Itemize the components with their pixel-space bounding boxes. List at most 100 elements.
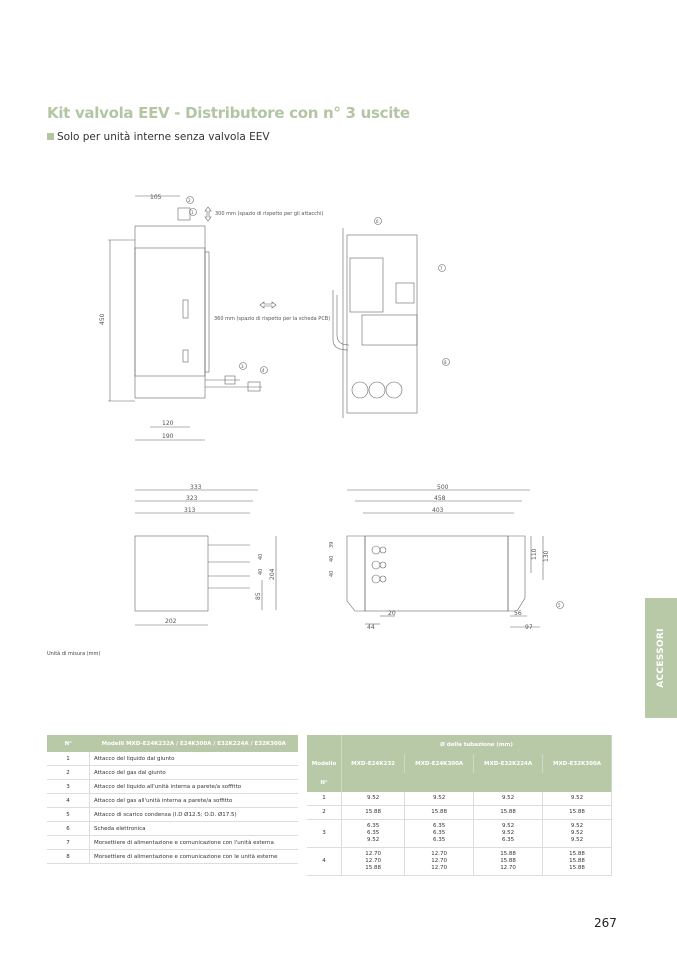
diameter-cell: 15.88 xyxy=(341,805,406,820)
part-description: Morsettiere di alimentazione e comunicaz… xyxy=(89,835,298,850)
row-number: 3 xyxy=(307,819,342,848)
dim-110: 110 xyxy=(531,548,538,560)
dim-450: 450 xyxy=(99,313,106,325)
diameter-value: 12.70 xyxy=(365,858,381,864)
row-number: 1 xyxy=(307,792,342,806)
dim-44: 44 xyxy=(367,624,375,631)
side-view-drawing: 333 323 313 202 204 85 40 40 xyxy=(134,484,277,626)
row-number: 6 xyxy=(47,821,90,836)
model-header: MXD-E32K224A xyxy=(473,754,544,773)
dim-85: 85 xyxy=(255,592,262,600)
row-number: 7 xyxy=(47,835,90,850)
bullet-square-icon xyxy=(47,133,54,140)
diameter-cell: 9.52 xyxy=(341,792,406,806)
callout-6: 6 xyxy=(376,219,379,224)
row-number: 3 xyxy=(47,779,90,794)
diameter-value: 15.88 xyxy=(569,851,585,857)
diameter-value: 6.35 xyxy=(366,830,380,836)
diameter-value: 9.52 xyxy=(366,837,380,843)
part-description: Attacco del liquido dal giunto xyxy=(89,752,298,766)
part-description: Attacco di scarico condensa (I.D Ø12.5; … xyxy=(89,807,298,822)
dim-39: 39 xyxy=(329,542,335,548)
diameter-value: 6.35 xyxy=(433,823,446,829)
row-number: 4 xyxy=(307,847,342,876)
front-view-drawing: 105 450 120 190 2 1 3 4 xyxy=(99,194,268,441)
diameter-value: 15.88 xyxy=(569,858,585,864)
diameter-value: 15.88 xyxy=(500,858,516,864)
blank-header xyxy=(341,773,612,792)
dim-130: 130 xyxy=(543,550,550,562)
diameter-value: 9.52 xyxy=(570,823,584,829)
internal-view-drawing: 6 7 8 xyxy=(332,217,450,418)
page-title: Kit valvola EEV - Distributore con n° 3 … xyxy=(47,104,410,122)
dim-105: 105 xyxy=(150,194,162,201)
row-number: 1 xyxy=(47,752,90,766)
diameter-cell: 15.88 xyxy=(542,805,612,820)
model-header: MXD-E24K300A xyxy=(404,754,475,773)
dim-500: 500 xyxy=(437,484,449,491)
dim-40-c: 40 xyxy=(329,556,335,562)
diameter-value: 6.35 xyxy=(366,823,380,829)
clearance-pcb-note: 360 mm (spazio di rispetto per la scheda… xyxy=(214,316,330,322)
diameter-value: 6.35 xyxy=(501,837,515,843)
callout-8: 8 xyxy=(444,360,447,365)
row-number: 2 xyxy=(307,805,342,820)
group-header: Ø della tubazione (mm) xyxy=(341,735,612,754)
dim-120: 120 xyxy=(162,420,174,427)
callout-7: 7 xyxy=(440,266,443,271)
diameter-value: 9.52 xyxy=(570,837,584,843)
diameter-cell: 9.52 xyxy=(404,792,475,806)
row-number: 5 xyxy=(47,807,90,822)
dim-333: 333 xyxy=(190,484,202,491)
dim-323: 323 xyxy=(186,495,198,502)
part-description: Attacco del liquido all'unità interna a … xyxy=(89,779,298,794)
dim-40-a: 40 xyxy=(258,554,264,560)
section-tab-accessori: ACCESSORI xyxy=(645,598,677,718)
diameter-value: 15.88 xyxy=(500,851,516,857)
clearance-connections-note: 300 mm (spazio di rispetto per gli attac… xyxy=(215,211,323,217)
col-header-n: N° xyxy=(47,735,90,752)
diameter-value: 12.70 xyxy=(431,858,448,864)
row-number: 2 xyxy=(47,765,90,780)
section-tab-label: ACCESSORI xyxy=(656,628,666,688)
diameter-value: 12.70 xyxy=(431,851,448,857)
diameter-value: 9.52 xyxy=(501,830,515,836)
dim-40-d: 40 xyxy=(329,571,335,577)
subtitle-text: Solo per unità interne senza valvola EEV xyxy=(57,131,270,143)
pipe-diameter-table: Ø della tubazione (mm) Modello MXD-E24K2… xyxy=(307,735,612,876)
units-note: Unità di misura (mm) xyxy=(47,651,101,657)
diameter-value: 15.88 xyxy=(365,865,381,871)
dim-204: 204 xyxy=(269,568,276,580)
diameter-value: 15.88 xyxy=(569,865,585,871)
callout-5: 5 xyxy=(558,603,561,608)
top-view-drawing: 500 458 403 39 40 40 110 130 20 44 56 97… xyxy=(329,484,564,631)
part-description: Morsettiere di alimentazione e comunicaz… xyxy=(89,849,298,864)
callout-1: 1 xyxy=(191,210,194,215)
dim-40-b: 40 xyxy=(258,569,264,575)
diameter-value: 12.70 xyxy=(431,865,448,871)
diameter-value: 12.70 xyxy=(500,865,516,871)
model-header: MXD-E24K232 xyxy=(341,754,406,773)
model-label: Modello xyxy=(307,754,342,773)
callout-3: 3 xyxy=(241,364,244,369)
diameter-cell: 15.88 xyxy=(473,805,544,820)
diameter-cell: 9.52 xyxy=(473,792,544,806)
diameter-cell: 9.52 xyxy=(542,792,612,806)
